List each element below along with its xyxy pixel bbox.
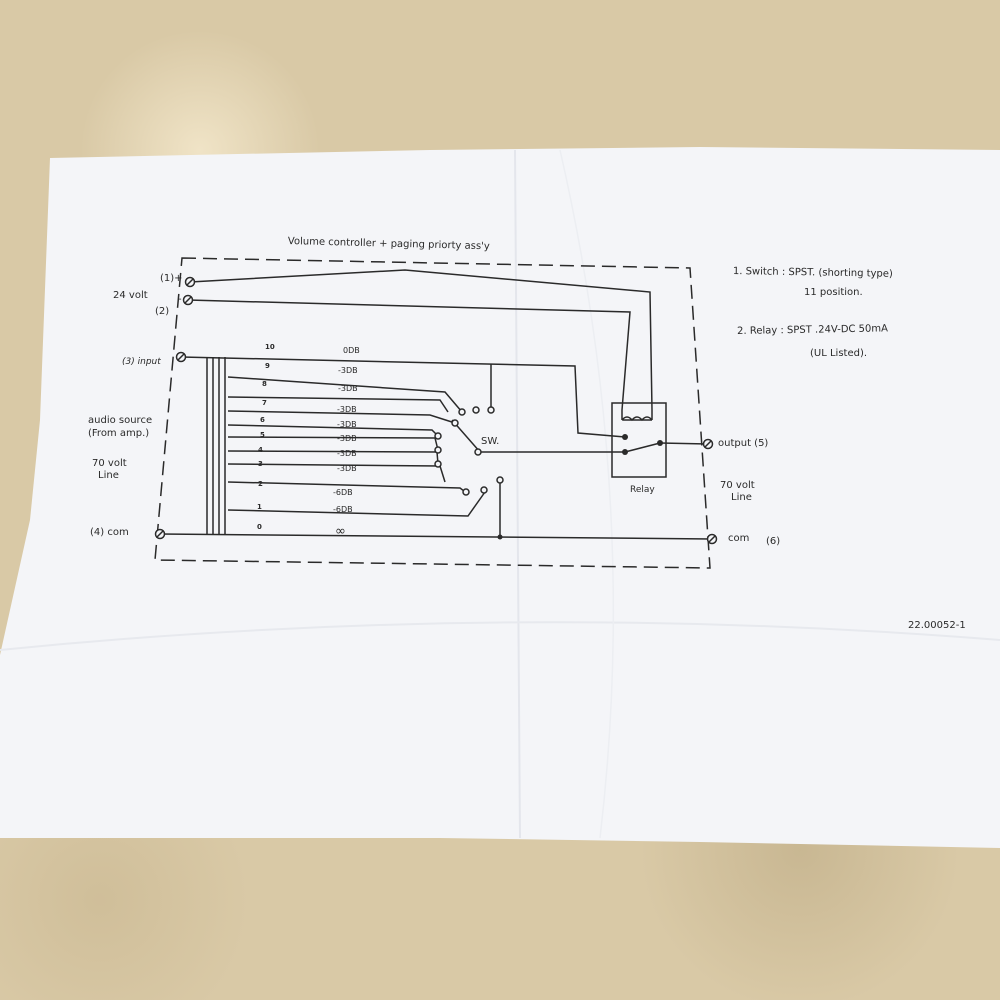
terminal-3 [175,351,187,363]
switch-position-db: ∞ [335,524,346,539]
relay-coil [621,416,653,422]
switch-contact [434,460,442,468]
switch-position-db: -3DB [338,366,358,375]
source-line-1: audio source [88,415,153,426]
switch-contact [472,406,480,414]
terminal-6-label: com [728,533,750,544]
switch-position-db: -3DB [337,449,357,458]
enclosure-border [154,257,711,569]
switch-contact [480,486,488,494]
source-line-4: Line [98,470,119,481]
relay-label: Relay [630,485,655,495]
input-line [180,356,626,438]
switch-position-db: -6DB [333,488,353,497]
switch-contact [487,406,495,414]
switch-position-number: 3 [258,460,263,468]
tap-9 [227,376,463,413]
supply-line-minus [187,299,631,411]
terminal-5-label: output (5) [718,438,769,449]
terminal-2-label: (2) [155,306,170,317]
terminal-2 [182,294,194,306]
switch-label: SW. [481,436,500,447]
switch-position-db: -3DB [337,464,357,473]
switch-contact [434,432,442,440]
switch-position-number: 2 [258,480,263,488]
tap-1 [227,491,486,517]
switch-contact [496,476,504,484]
terminal-3-label: (3) input [122,357,161,367]
switch-contact [474,448,482,456]
switch-contact [434,446,442,454]
junction-dot [497,534,503,540]
output-line-2: Line [731,492,752,503]
switch-position-db: -3DB [337,405,357,414]
relay-coil-leads [621,410,653,420]
note-2-line-2: (UL Listed). [810,348,868,359]
terminal-4 [154,528,166,540]
terminal-2-sign: - [178,294,182,305]
terminal-1 [184,276,196,288]
switch-contact [451,419,459,427]
junction-dot [622,449,628,455]
relay-contact [624,442,661,453]
switch-position-number: 7 [262,399,267,407]
switch-position-number: 4 [258,446,263,454]
switch-position-db: -3DB [337,420,357,429]
switch-position-db: -6DB [333,505,353,514]
source-line-2: (From amp.) [88,428,150,439]
switch-position-number: 6 [260,416,265,424]
switch-position-db: -3DB [338,384,358,393]
switch-contact [458,408,466,416]
output-line-1: 70 volt [720,480,755,491]
junction-dot [657,440,663,446]
switch-position-number: 1 [257,503,262,511]
switch-position-number: 9 [265,362,270,370]
switch-position-db: -3DB [337,434,357,443]
switch-position-number: 0 [257,523,262,531]
relay-box [611,402,667,478]
source-line-3: 70 volt [92,458,127,469]
terminal-5 [702,438,714,450]
relay-output [659,442,709,445]
switch-position-number: 8 [262,380,267,388]
terminal-6 [706,533,718,545]
junction-dot [622,434,628,440]
supply-voltage-label: 24 volt [113,290,148,301]
part-number: 22.00052-1 [908,620,966,631]
terminal-4-label: (4) com [90,527,129,538]
switch-position-db: 0DB [343,346,360,355]
note-1-line-2: 11 position. [804,287,863,298]
terminal-6-number: (6) [766,536,781,547]
supply-line-plus [189,269,653,411]
common-line [159,533,713,540]
tap-8 [227,396,449,413]
switch-position-number: 5 [260,431,265,439]
switch-position-number: 10 [265,343,275,351]
terminal-1-label: (1)+ [160,273,183,284]
tap-7 [227,410,456,424]
switch-contact [462,488,470,496]
